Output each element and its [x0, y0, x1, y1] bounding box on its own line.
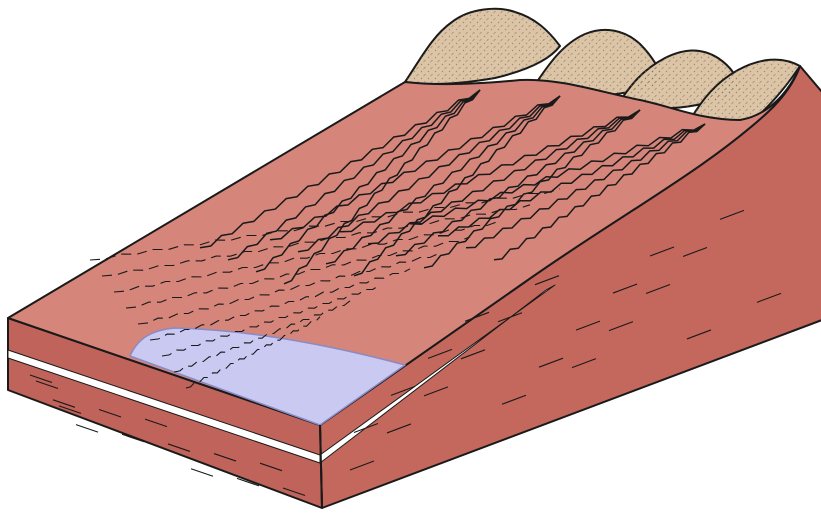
- sediment-dash: [76, 425, 98, 433]
- sediment-dash: [191, 469, 213, 477]
